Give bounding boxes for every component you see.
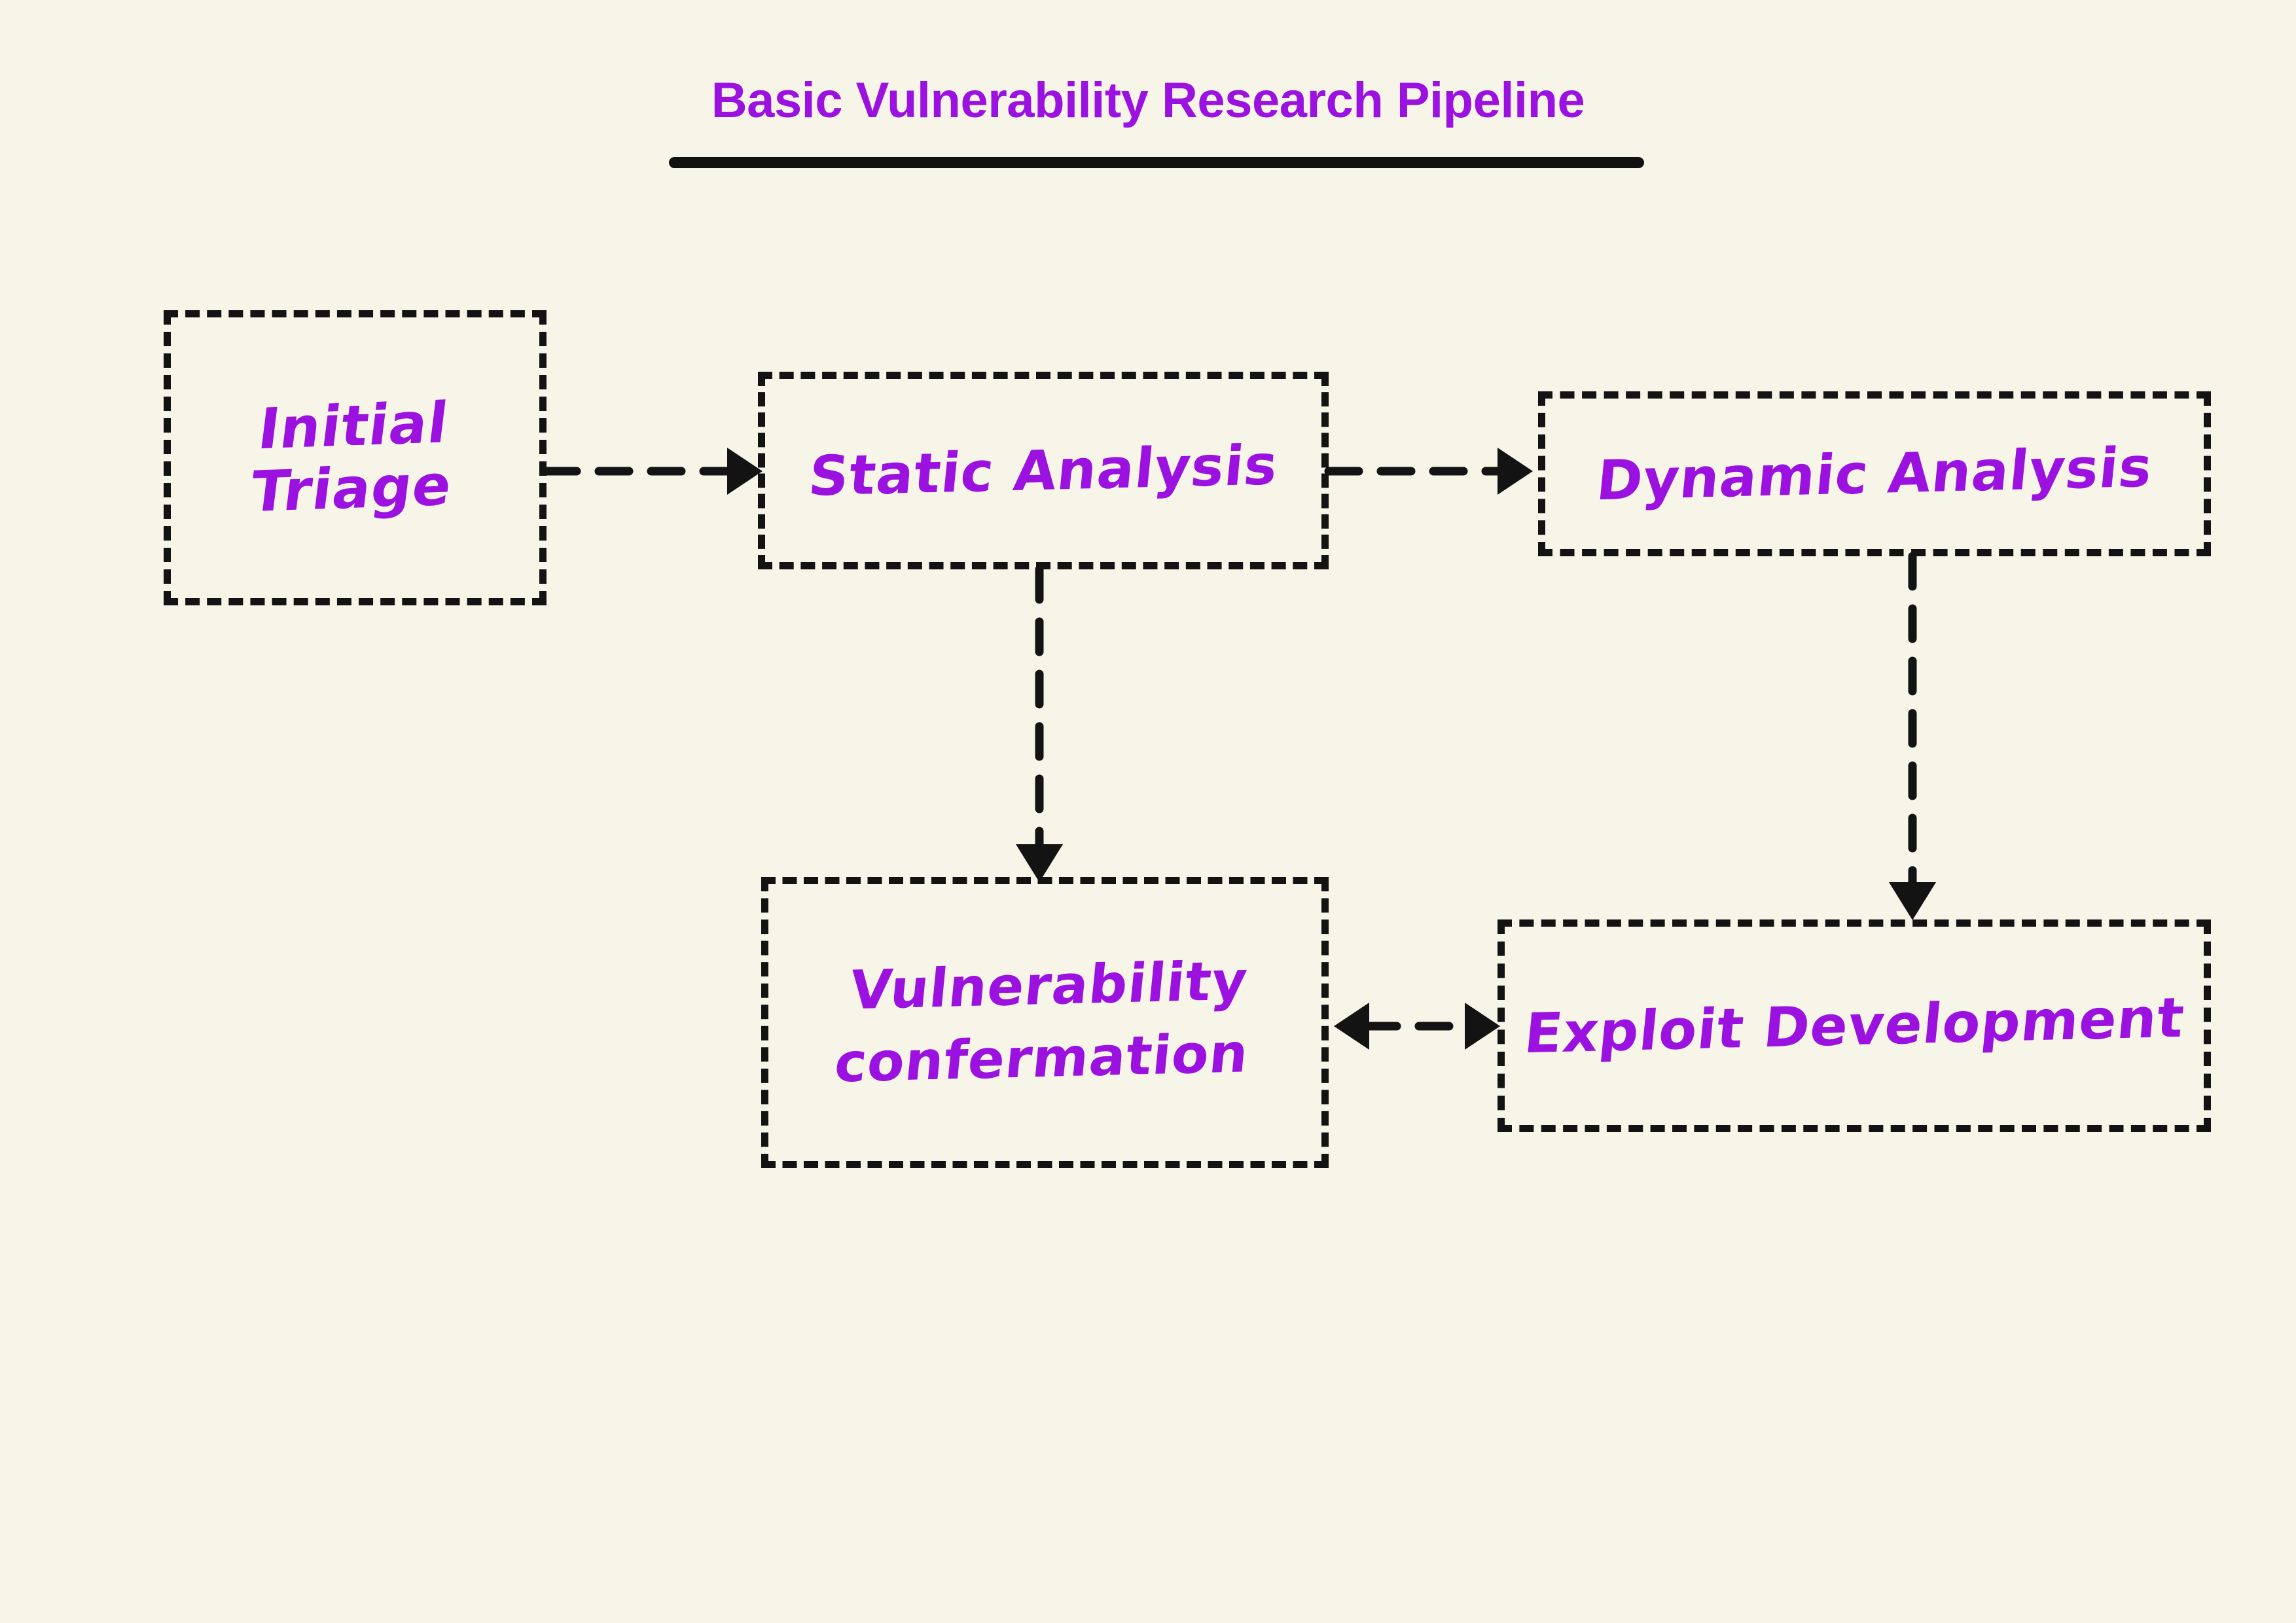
node-initial-triage[interactable]: Initial Triage [164,310,547,605]
edge-dynamic-analysis-to-exploit-development [1873,552,1952,929]
page-title-text: Basic Vulnerability Research Pipeline [711,73,1585,128]
node-vulnerability-confirmation[interactable]: Vulnerability confermation [761,877,1329,1168]
node-static-analysis-label: Static Analysis [806,433,1281,508]
title-underline-rule [669,157,1644,168]
arrowhead-right-icon [1465,1003,1500,1050]
page-title: Basic Vulnerability Research Pipeline [0,72,2296,129]
arrowhead-left-icon [1334,1003,1369,1050]
edge-vulnerability-confirmation-to-exploit-development [1329,987,1505,1065]
arrowhead-right-icon [1498,448,1533,495]
edge-static-to-dynamic-analysis [1324,432,1551,510]
arrowhead-right-icon [727,448,762,495]
node-exploit-development-label: Exploit Development [1521,986,2187,1066]
node-static-analysis[interactable]: Static Analysis [758,372,1329,569]
node-vulnerability-confirmation-label: Vulnerability confermation [831,950,1251,1095]
edge-triage-to-static-analysis [542,432,769,510]
edge-static-analysis-to-vulnerability-confirmation [1000,565,1079,890]
arrowhead-down-icon [1016,844,1063,882]
node-dynamic-analysis-label: Dynamic Analysis [1593,435,2156,513]
node-dynamic-analysis[interactable]: Dynamic Analysis [1538,391,2211,556]
node-exploit-development[interactable]: Exploit Development [1498,919,2211,1132]
node-initial-triage-label: Initial Triage [247,390,456,526]
arrowhead-down-icon [1889,882,1936,920]
